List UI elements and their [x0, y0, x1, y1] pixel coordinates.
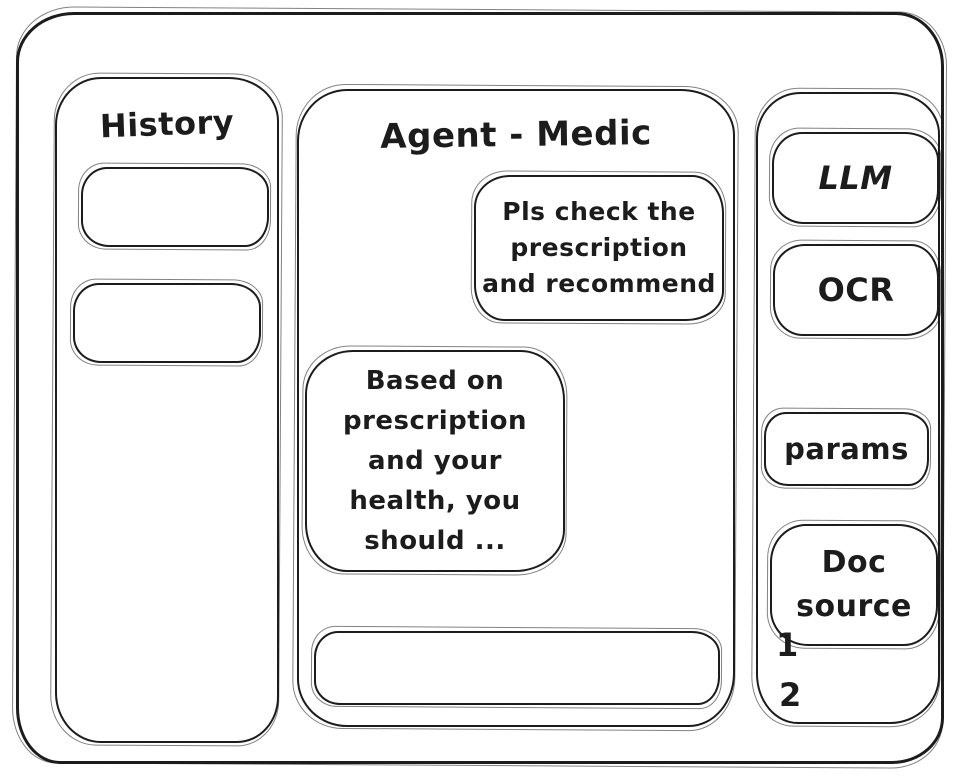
doc-source-item[interactable]: 2: [779, 676, 802, 714]
history-item[interactable]: [73, 283, 261, 363]
ocr-button[interactable]: OCR: [773, 244, 939, 336]
agent-message-bubble: Based on prescription and your health, y…: [305, 350, 565, 572]
chat-panel-title: Agent - Medic: [379, 113, 653, 157]
doc-source-item[interactable]: 1: [776, 626, 799, 664]
chat-panel: Agent - Medic Pls check the prescription…: [297, 89, 735, 727]
message-input-box: [314, 631, 720, 705]
doc-source-button[interactable]: Doc source: [770, 524, 938, 646]
history-panel: History: [55, 77, 279, 743]
history-item[interactable]: [81, 167, 269, 247]
tools-panel: LLM OCR params Doc source 1 2: [756, 92, 940, 724]
message-input[interactable]: [316, 633, 718, 703]
history-panel-title: History: [99, 102, 235, 146]
params-button[interactable]: params: [764, 412, 929, 486]
app-frame: History Agent - Medic Pls check the pres…: [16, 12, 944, 764]
user-message-bubble: Pls check the prescription and recommend: [474, 175, 724, 321]
llm-button[interactable]: LLM: [772, 132, 939, 224]
